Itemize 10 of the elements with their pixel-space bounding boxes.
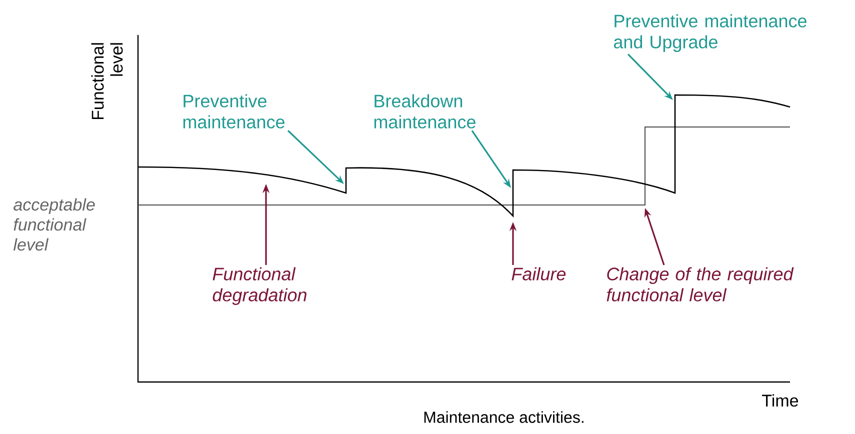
annotation-text: Preventive maintenance and Upgrade — [614, 14, 806, 52]
annotation-text: Failure — [512, 267, 566, 280]
caption: Maintenance activities. — [424, 411, 584, 423]
level-label: acceptable functional level — [13, 198, 95, 251]
annotation-text: Functional degradation — [212, 267, 306, 305]
annotation-text: Preventive maintenance — [183, 94, 284, 128]
axis-label: Time — [762, 394, 798, 407]
annotation-text: Change of the required functional level — [606, 267, 794, 302]
annotation-text: Breakdown maintenance — [374, 94, 476, 128]
axis-label: Functional level — [91, 43, 123, 120]
